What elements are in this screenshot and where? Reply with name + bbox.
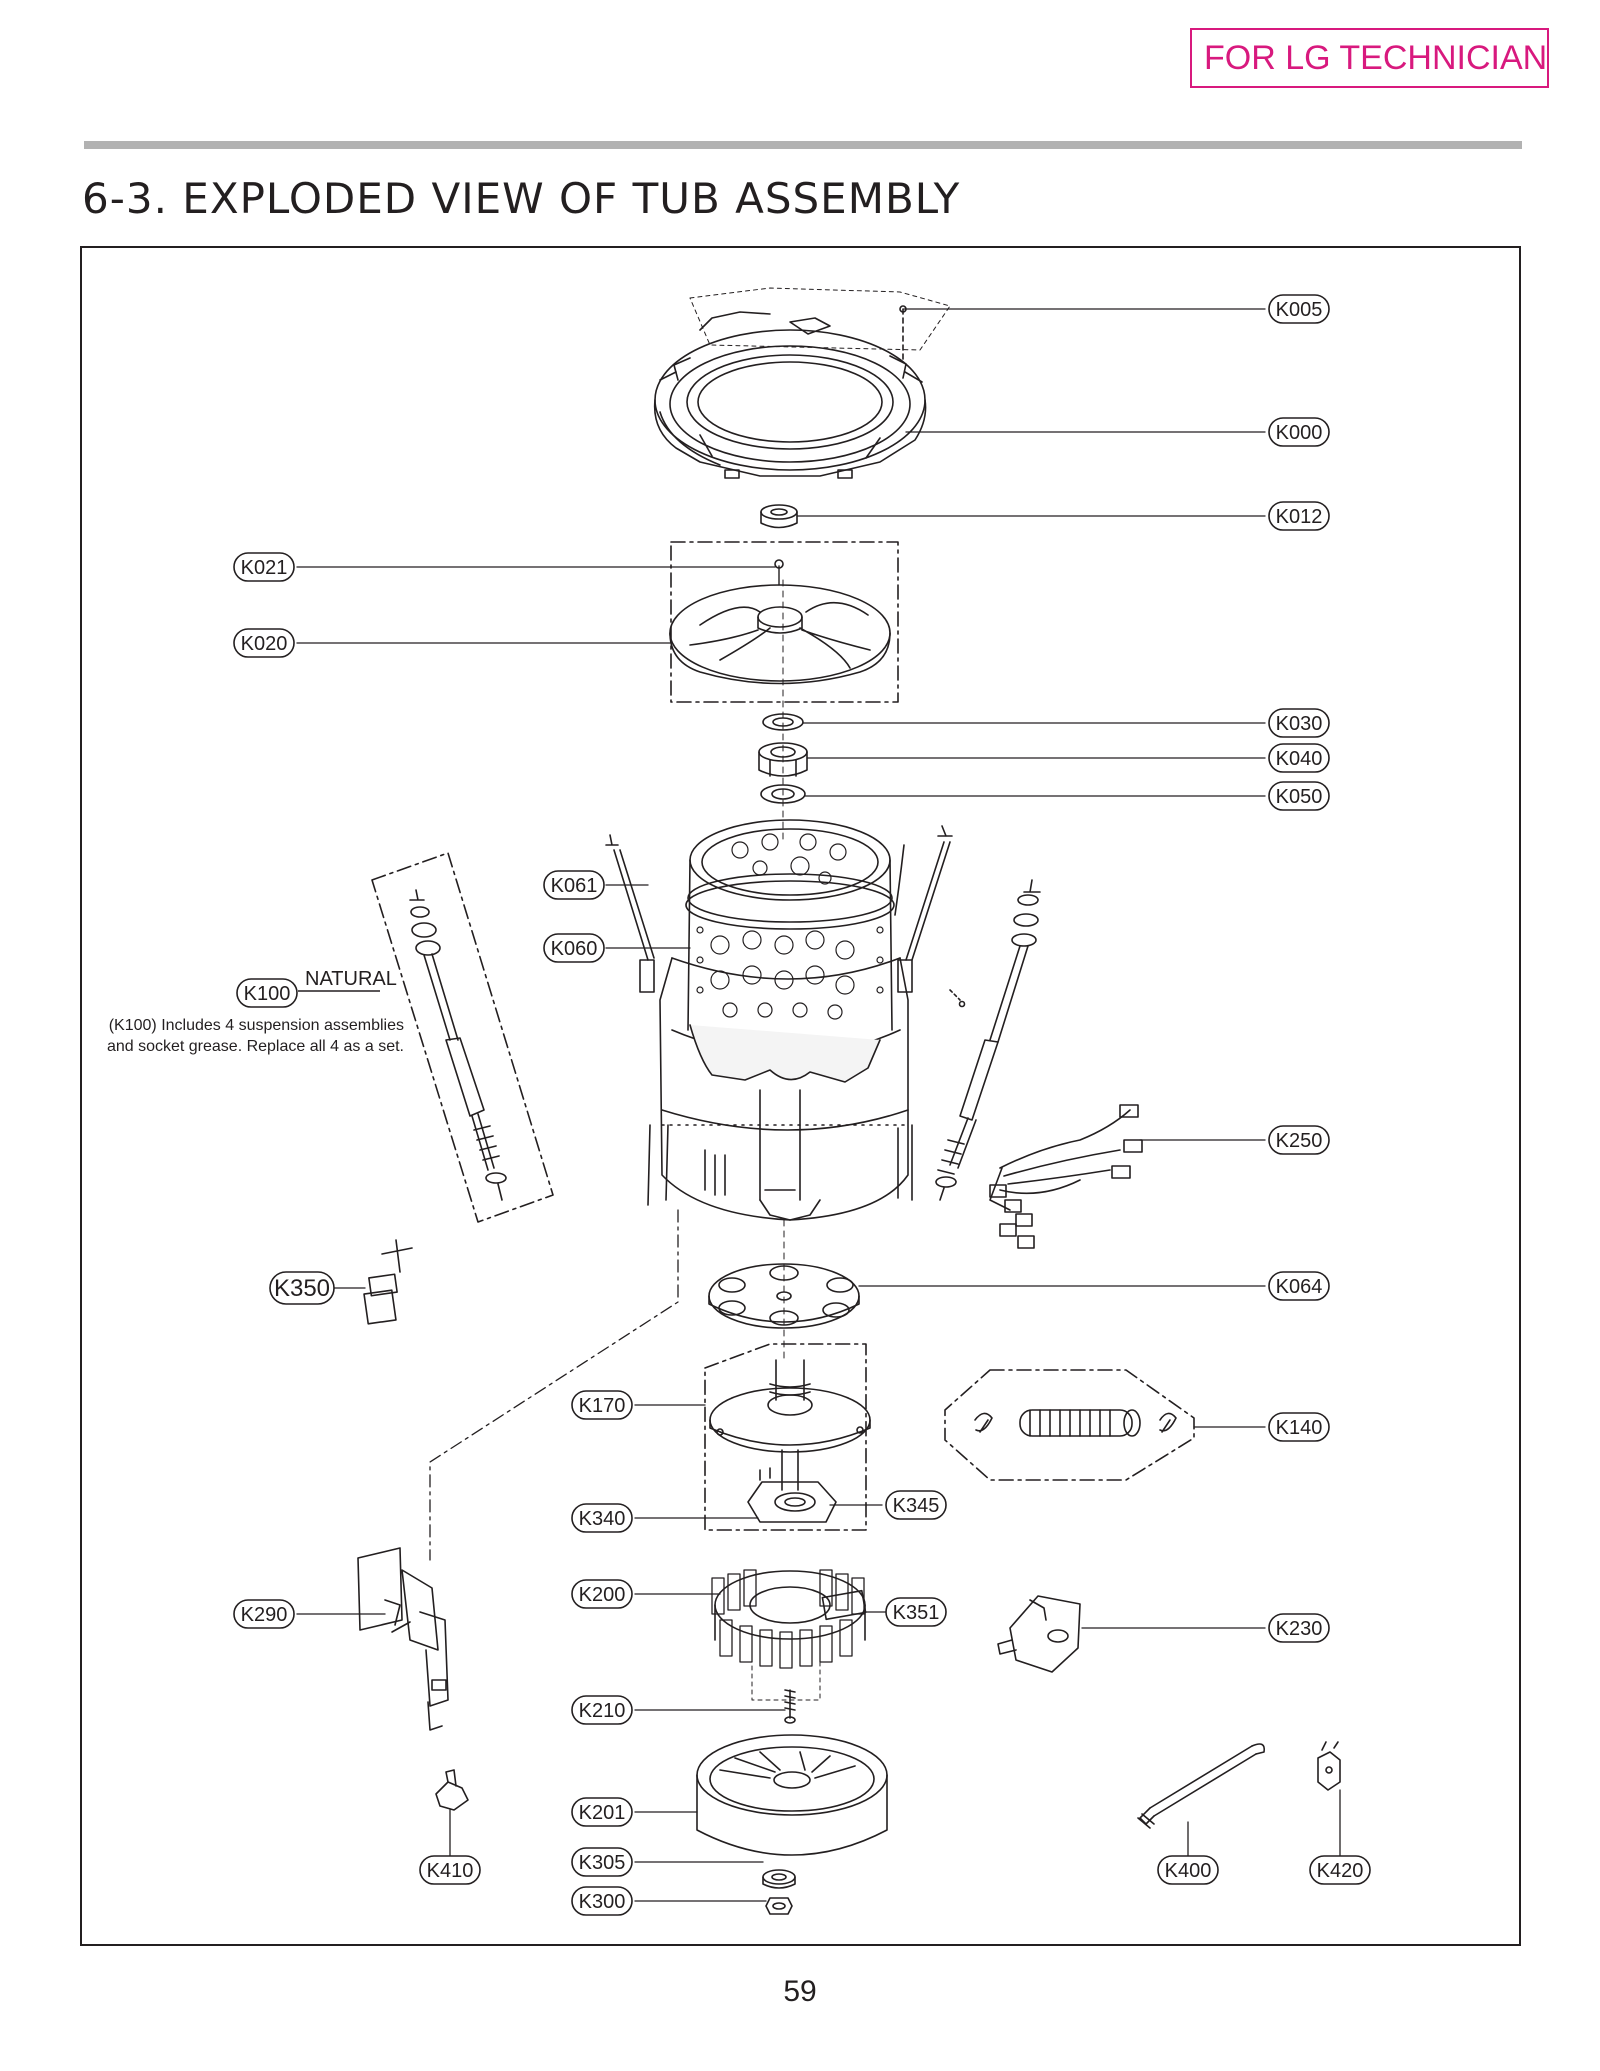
clutch-k170-box	[704, 1343, 871, 1531]
stator-k200	[711, 1569, 867, 1701]
technician-badge-text: FOR LG TECHNICIAN	[1204, 39, 1548, 77]
callout-k170: K170	[579, 1395, 626, 1417]
callout-k210: K210	[579, 1700, 626, 1722]
bolt-k210	[784, 1689, 796, 1724]
diagram-frame	[80, 246, 1521, 1946]
callout-labels: K005 K000 K012 K021 K020 K030 K040 K050 …	[233, 294, 1371, 1916]
callout-k300: K300	[579, 1891, 626, 1913]
callout-k351: K351	[893, 1602, 940, 1624]
callout-k290: K290	[241, 1604, 288, 1626]
pulsator-group	[669, 541, 899, 703]
rotor-k201	[696, 1734, 888, 1856]
callout-k420: K420	[1317, 1860, 1364, 1882]
part-k230	[997, 1595, 1081, 1673]
callout-k061: K061	[551, 875, 598, 897]
callout-k100: K100	[244, 983, 291, 1005]
wire-harness-k250	[989, 1104, 1143, 1249]
callout-k345: K345	[893, 1495, 940, 1517]
callout-k040: K040	[1276, 748, 1323, 770]
screw-k005	[899, 305, 907, 361]
disc-k064	[708, 1263, 860, 1329]
callout-k201: K201	[579, 1802, 626, 1824]
callout-k064: K064	[1276, 1276, 1323, 1298]
tub-cover-ring	[653, 287, 951, 479]
callout-k410: K410	[427, 1860, 474, 1882]
hose-group-k140	[944, 1369, 1195, 1481]
tub-and-basket	[647, 819, 913, 1221]
callout-k030: K030	[1276, 713, 1323, 735]
callout-k005: K005	[1276, 299, 1323, 321]
callout-k140: K140	[1276, 1417, 1323, 1439]
technician-badge: FOR LG TECHNICIAN	[1190, 28, 1550, 88]
callout-k012: K012	[1276, 506, 1323, 528]
callout-k250: K250	[1276, 1130, 1323, 1152]
cap-k012	[760, 504, 798, 529]
header-rule	[84, 141, 1522, 149]
nut-k300	[765, 1897, 793, 1915]
callout-k000: K000	[1276, 422, 1323, 444]
callout-k021: K021	[241, 557, 288, 579]
coupler-k340	[747, 1467, 837, 1523]
callout-k305: K305	[579, 1852, 626, 1874]
suspension-rod-right	[935, 879, 1041, 1201]
clip-k410	[435, 1769, 469, 1811]
callout-k340: K340	[579, 1508, 626, 1530]
k100-note-line2: and socket grease. Replace all 4 as a se…	[107, 1038, 404, 1055]
bracket-k290	[357, 1547, 449, 1731]
k100-note: NATURAL (K100) Includes 4 suspension ass…	[107, 968, 404, 1055]
callout-k020: K020	[241, 633, 288, 655]
sensor-k350	[363, 1239, 413, 1325]
callout-k400: K400	[1165, 1860, 1212, 1882]
heater-k400	[1137, 1743, 1266, 1829]
callout-k230: K230	[1276, 1618, 1323, 1640]
page-number: 59	[783, 1975, 817, 2008]
suspension-rods-installed	[605, 825, 966, 1008]
suspension-k100-box	[371, 852, 554, 1223]
leader-lines	[296, 308, 1341, 1902]
washer-k305	[762, 1869, 796, 1889]
callout-k200: K200	[579, 1584, 626, 1606]
natural-label: NATURAL	[305, 968, 397, 990]
callout-k060: K060	[551, 938, 598, 960]
clip-k420	[1317, 1741, 1341, 1791]
callout-k350: K350	[274, 1275, 330, 1302]
page-title: 6-3. EXPLODED VIEW OF TUB ASSEMBLY	[82, 174, 961, 223]
k100-note-line1: (K100) Includes 4 suspension assemblies	[109, 1017, 404, 1034]
callout-k050: K050	[1276, 786, 1323, 808]
